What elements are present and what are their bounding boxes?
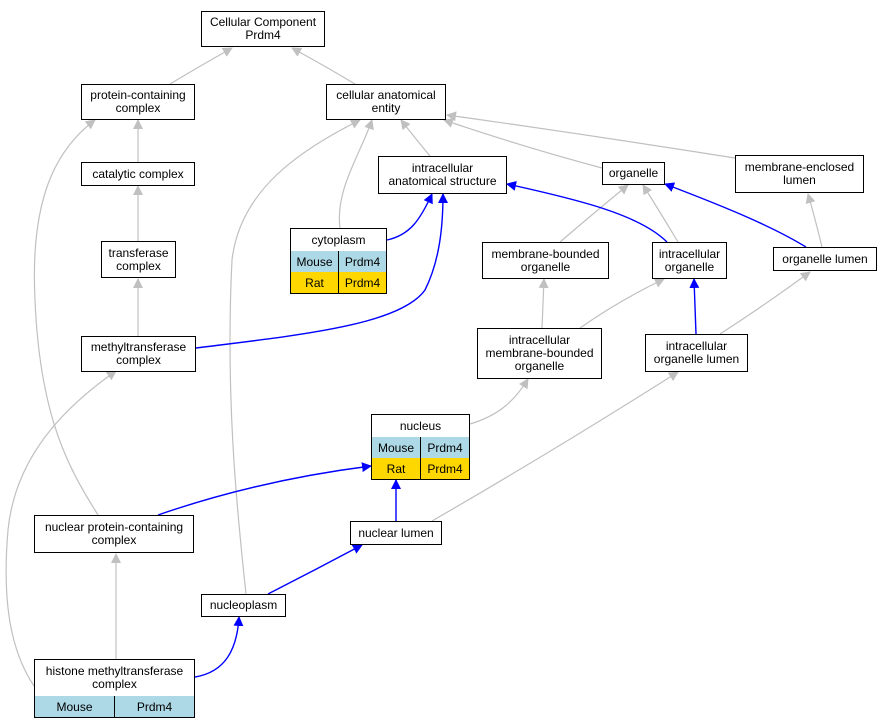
node-methyltransferase-complex[interactable]: methyltransferase complex: [81, 336, 196, 372]
edge-io-organelle: [642, 184, 679, 243]
edge-organelle-cae: [443, 118, 603, 169]
edge-cytoplasm-cae: [338, 119, 374, 229]
gene-cell: Prdm4: [338, 272, 386, 293]
node-nucleus[interactable]: nucleus Mouse Prdm4 Rat Prdm4: [371, 414, 470, 480]
edge-imbo-io: [579, 278, 665, 329]
edge-iol-ol: [719, 271, 811, 335]
cytoplasm-row-mouse: Mouse Prdm4: [291, 251, 386, 273]
nucleus-row-rat: Rat Prdm4: [372, 458, 469, 479]
node-intracellular-membrane-bounded-organelle[interactable]: intracellular membrane-bounded organelle: [477, 328, 602, 379]
node-histone-methyltransferase-complex[interactable]: histone methyltransferase complex Mouse …: [34, 659, 195, 718]
edge-npcc-nucleus: [157, 462, 372, 516]
edge-hmc-nucleoplasm: [194, 616, 244, 678]
node-organelle-lumen[interactable]: organelle lumen: [773, 247, 877, 271]
species-cell: Mouse: [296, 254, 333, 269]
edge-nl-iol: [431, 371, 679, 522]
species-cell: Mouse: [56, 699, 93, 714]
gene-cell: Prdm4: [338, 251, 386, 272]
edge-mbo-organelle: [559, 184, 629, 243]
node-cellular-component-root[interactable]: Cellular Component Prdm4: [201, 11, 325, 47]
is-a-edges: [5, 47, 823, 687]
edge-hmc-methyl: [5, 370, 117, 687]
gene-cell: Prdm4: [114, 696, 194, 717]
gene-cell: Prdm4: [420, 458, 469, 479]
node-membrane-enclosed-lumen[interactable]: membrane-enclosed lumen: [735, 155, 864, 193]
histone-methyltransferase-complex-row-mouse: Mouse Prdm4: [35, 696, 194, 717]
edge-npcc-pcc: [33, 119, 99, 516]
node-cytoplasm[interactable]: cytoplasm Mouse Prdm4 Rat Prdm4: [290, 228, 387, 294]
node-nuclear-lumen[interactable]: nuclear lumen: [350, 521, 442, 545]
nucleus-title: nucleus: [372, 415, 469, 438]
node-intracellular-anatomical-structure[interactable]: intracellular anatomical structure: [378, 156, 507, 194]
edge-ol-organelle: [664, 182, 807, 248]
node-intracellular-organelle-lumen[interactable]: intracellular organelle lumen: [645, 334, 748, 372]
edge-nucleoplasm-nl: [267, 544, 363, 595]
species-cell: Rat: [386, 461, 406, 476]
node-intracellular-organelle[interactable]: intracellular organelle: [652, 242, 727, 279]
species-cell: Rat: [305, 275, 324, 290]
part-of-edges: [157, 181, 807, 678]
edge-imbo-mbo: [538, 278, 549, 329]
cytoplasm-row-rat: Rat Prdm4: [291, 272, 386, 293]
edge-nucleoplasm-cae: [229, 119, 361, 595]
species-cell: Mouse: [377, 440, 415, 455]
edge-mel-cae: [446, 111, 736, 159]
edge-pcc-root: [169, 47, 233, 85]
cytoplasm-title: cytoplasm: [291, 229, 386, 252]
node-catalytic-complex[interactable]: catalytic complex: [81, 162, 195, 186]
node-membrane-bounded-organelle[interactable]: membrane-bounded organelle: [482, 242, 609, 279]
gene-cell: Prdm4: [420, 437, 469, 458]
node-organelle[interactable]: organelle: [602, 162, 665, 185]
edge-io-ias: [506, 181, 668, 243]
node-transferase-complex[interactable]: transferase complex: [101, 241, 176, 278]
histone-methyltransferase-complex-title: histone methyltransferase complex: [35, 660, 194, 697]
edge-nucleus-imbo: [469, 378, 529, 425]
edge-iol-io: [689, 278, 700, 335]
edge-cae-root: [291, 47, 356, 85]
nucleus-row-mouse: Mouse Prdm4: [372, 437, 469, 459]
node-nucleoplasm[interactable]: nucleoplasm: [201, 594, 286, 617]
node-nuclear-protein-containing-complex[interactable]: nuclear protein-containing complex: [34, 515, 194, 553]
edge-ias-cae: [400, 119, 431, 157]
node-protein-containing-complex[interactable]: protein-containing complex: [81, 84, 195, 120]
edge-ol-mel: [805, 193, 823, 248]
edge-methyl-ias: [195, 193, 448, 349]
node-cellular-anatomical-entity[interactable]: cellular anatomical entity: [326, 84, 446, 120]
edge-cytoplasm-ias: [386, 193, 433, 241]
